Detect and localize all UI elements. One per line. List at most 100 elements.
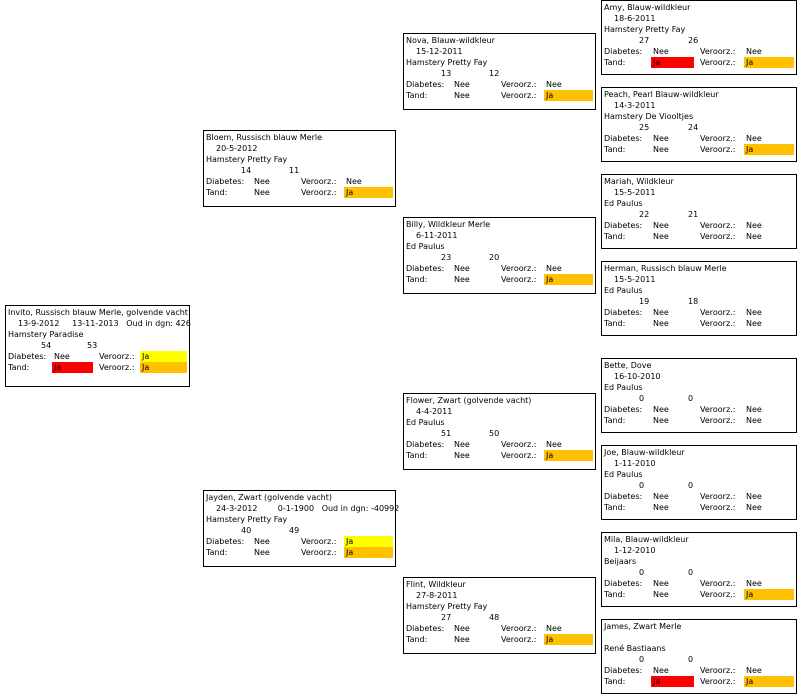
diabetes-label: Diabetes: <box>406 264 445 273</box>
tand-label: Tand: <box>604 145 626 154</box>
diabetes-value: Nee <box>653 134 669 143</box>
animal-number-2: 26 <box>688 36 699 45</box>
tand-veroorz-label: Veroorz.: <box>501 451 537 460</box>
animal-number-1: 14 <box>241 166 252 175</box>
diabetes-veroorz-label: Veroorz.: <box>700 666 736 675</box>
tand-value: Nee <box>254 548 270 557</box>
tand-veroorz-value: Ja <box>344 547 393 558</box>
animal-number-2: 0 <box>688 655 694 664</box>
animal-name: Peach, Pearl Blauw-wildkleur <box>604 90 719 99</box>
animal-dates: 4-4-2011 <box>416 407 453 416</box>
animal-card: Invito, Russisch blauw Merle, golvende v… <box>5 305 191 387</box>
animal-dates: 1-12-2010 <box>614 546 656 555</box>
diabetes-veroorz-value: Nee <box>746 221 762 230</box>
animal-name: Herman, Russisch blauw Merle <box>604 264 727 273</box>
tand-label: Tand: <box>604 58 626 67</box>
diabetes-veroorz-value: Nee <box>746 666 762 675</box>
animal-name: Bette, Dove <box>604 361 652 370</box>
tand-label: Tand: <box>406 91 428 100</box>
diabetes-value: Nee <box>454 80 470 89</box>
tand-label: Tand: <box>406 635 428 644</box>
tand-value: Nee <box>653 145 669 154</box>
animal-name: Joe, Blauw-wildkleur <box>604 448 685 457</box>
animal-number-1: 27 <box>639 36 650 45</box>
animal-name: Flint, Wildkleur <box>406 580 466 589</box>
diabetes-label: Diabetes: <box>604 405 643 414</box>
diabetes-value: Nee <box>653 221 669 230</box>
animal-dates: 13-9-2012 13-11-2013 Oud in dgn: 426 <box>18 319 191 328</box>
animal-dates: 27-8-2011 <box>416 591 458 600</box>
animal-name: Mila, Blauw-wildkleur <box>604 535 689 544</box>
animal-name: James, Zwart Merle <box>604 622 682 631</box>
diabetes-veroorz-label: Veroorz.: <box>501 440 537 449</box>
animal-breeder: René Bastiaans <box>604 644 666 653</box>
animal-number-2: 0 <box>688 481 694 490</box>
diabetes-label: Diabetes: <box>604 666 643 675</box>
animal-name: Invito, Russisch blauw Merle, golvende v… <box>8 308 188 317</box>
diabetes-label: Diabetes: <box>406 80 445 89</box>
tand-value: Nee <box>653 590 669 599</box>
tand-veroorz-value: Ja <box>744 57 794 68</box>
tand-veroorz-value: Ja <box>744 676 794 687</box>
tand-veroorz-label: Veroorz.: <box>700 58 736 67</box>
animal-breeder: Hamstery Pretty Fay <box>206 155 288 164</box>
diabetes-label: Diabetes: <box>604 47 643 56</box>
animal-number-1: 27 <box>441 613 452 622</box>
animal-number-1: 25 <box>639 123 650 132</box>
tand-veroorz-label: Veroorz.: <box>700 232 736 241</box>
animal-breeder: Beijaars <box>604 557 637 566</box>
tand-label: Tand: <box>604 503 626 512</box>
animal-number-2: 48 <box>489 613 500 622</box>
tand-veroorz-value: Ja <box>544 90 593 101</box>
diabetes-veroorz-value: Nee <box>746 308 762 317</box>
animal-name: Bloem, Russisch blauw Merle <box>206 133 323 142</box>
diabetes-veroorz-value: Nee <box>546 80 562 89</box>
tand-label: Tand: <box>206 548 228 557</box>
animal-dates: 18-6-2011 <box>614 14 656 23</box>
diabetes-value: Nee <box>54 352 70 361</box>
diabetes-value: Nee <box>454 440 470 449</box>
animal-name: Flower, Zwart (golvende vacht) <box>406 396 532 405</box>
diabetes-veroorz-label: Veroorz.: <box>700 308 736 317</box>
tand-label: Tand: <box>406 451 428 460</box>
tand-veroorz-label: Veroorz.: <box>700 416 736 425</box>
tand-value: Ja <box>52 362 93 373</box>
animal-card: Jayden, Zwart (golvende vacht) 24-3-2012 … <box>203 490 400 567</box>
tand-veroorz-value: Ja <box>544 450 593 461</box>
diabetes-veroorz-label: Veroorz.: <box>700 134 736 143</box>
tand-value: Nee <box>653 232 669 241</box>
diabetes-value: Nee <box>254 177 270 186</box>
animal-name: Jayden, Zwart (golvende vacht) <box>206 493 332 502</box>
diabetes-value: Nee <box>653 405 669 414</box>
animal-number-2: 0 <box>688 394 694 403</box>
animal-dates: 15-5-2011 <box>614 275 656 284</box>
animal-name: Nova, Blauw-wildkleur <box>406 36 495 45</box>
tand-veroorz-value: Ja <box>544 274 593 285</box>
animal-breeder: Hamstery De Viooltjes <box>604 112 694 121</box>
diabetes-value: Nee <box>653 47 669 56</box>
animal-breeder: Ed Paulus <box>406 418 445 427</box>
tand-veroorz-label: Veroorz.: <box>700 677 736 686</box>
diabetes-value: Nee <box>653 308 669 317</box>
diabetes-label: Diabetes: <box>604 134 643 143</box>
diabetes-label: Diabetes: <box>406 440 445 449</box>
tand-label: Tand: <box>604 319 626 328</box>
diabetes-value: Nee <box>454 624 470 633</box>
animal-breeder: Hamstery Pretty Fay <box>406 58 488 67</box>
animal-number-1: 19 <box>639 297 650 306</box>
tand-value: Nee <box>454 275 470 284</box>
animal-number-1: 0 <box>639 481 645 490</box>
tand-value: Nee <box>454 635 470 644</box>
diabetes-label: Diabetes: <box>604 492 643 501</box>
animal-dates: 24-3-2012 0-1-1900 Oud in dgn: -40992 <box>216 504 400 513</box>
tand-veroorz-label: Veroorz.: <box>99 363 135 372</box>
diabetes-label: Diabetes: <box>604 308 643 317</box>
animal-breeder: Ed Paulus <box>604 383 643 392</box>
tand-veroorz-label: Veroorz.: <box>700 145 736 154</box>
diabetes-veroorz-label: Veroorz.: <box>700 221 736 230</box>
